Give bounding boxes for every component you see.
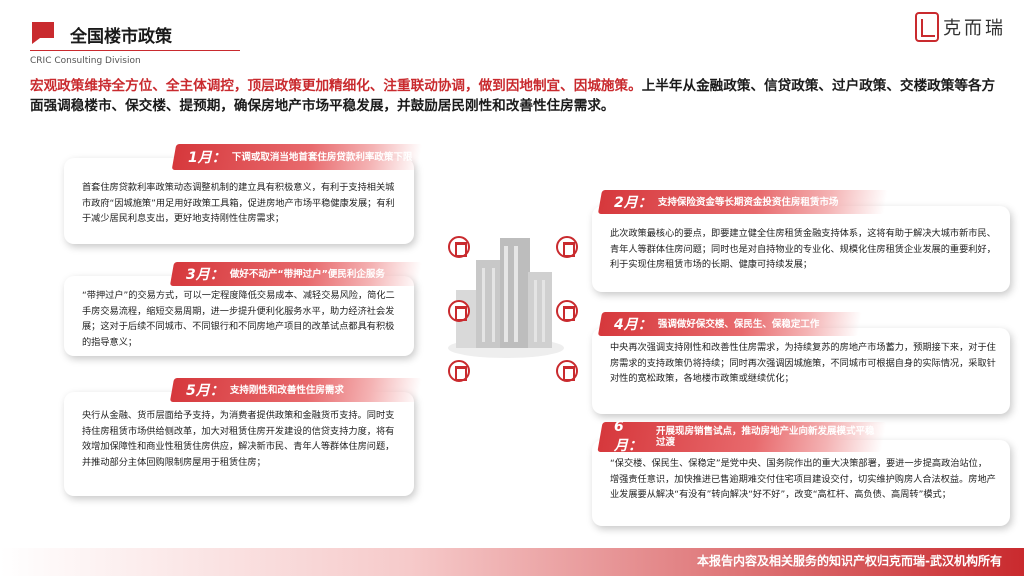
brand-seal-icon xyxy=(915,12,939,42)
policy-card-mar: “带押过户”的交易方式，可以一定程度降低交易成本、减轻交易风险，简化二手房交易流… xyxy=(64,276,414,356)
building-badge-icon xyxy=(556,360,578,382)
policy-card-jan: 首套住房贷款利率政策动态调整机制的建立具有积极意义，有利于支持相关城市政府“因城… xyxy=(64,158,414,244)
brand-name: 克而瑞 xyxy=(943,18,1006,39)
title-divider xyxy=(30,50,240,51)
policy-tag-jun: 6月： 开展现房销售试点，推动房地产业向新发展模式平稳过渡 xyxy=(597,419,887,454)
footer-band xyxy=(0,548,1024,576)
tag-title: 支持保险资金等长期资金投资住房租赁市场 xyxy=(657,196,839,208)
tag-month: 6月： xyxy=(614,419,642,454)
building-badge-icon xyxy=(556,236,578,258)
policy-card-may: 央行从金融、货币层面给予支持，为消费者提供政策和金融货币支持。同时支持住房租赁市… xyxy=(64,392,414,496)
tag-month: 2月： xyxy=(614,195,652,211)
page-title: 全国楼市政策 xyxy=(70,27,172,47)
tag-month: 5月： xyxy=(186,383,224,399)
policy-card-body: 央行从金融、货币层面给予支持，为消费者提供政策和金融货币支持。同时支持住房租赁市… xyxy=(82,410,395,468)
building-badge-icon xyxy=(448,300,470,322)
summary-highlight: 宏观政策维持全方位、全主体调控，顶层政策更加精细化、注重联动协调，做到因地制宜、… xyxy=(30,78,642,94)
policy-card-apr: 中央再次强调支持刚性和改善性住房需求，为持续复苏的房地产市场蓄力，预期接下来，对… xyxy=(592,328,1010,414)
building-badge-icon xyxy=(448,360,470,382)
policy-card-jun: “保交楼、保民生、保稳定”是党中央、国务院作出的重大决策部署，要进一步提高政治站… xyxy=(592,440,1010,526)
policy-tag-apr: 4月： 强调做好保交楼、保民生、保稳定工作 xyxy=(597,312,863,336)
tag-title: 支持刚性和改善性住房需求 xyxy=(229,384,344,396)
policy-card-body: 首套住房贷款利率政策动态调整机制的建立具有积极意义，有利于支持相关城市政府“因城… xyxy=(82,182,395,224)
division-subtitle: CRIC Consulting Division xyxy=(30,56,141,66)
policy-tag-jan: 1月： 下调或取消当地首套住房贷款利率政策下限 xyxy=(171,144,423,170)
tag-title: 开展现房销售试点，推动房地产业向新发展模式平稳过渡 xyxy=(656,426,875,448)
brand-logo: 克而瑞 xyxy=(915,10,1006,44)
tag-month: 4月： xyxy=(614,317,652,333)
policy-card-body: “保交楼、保民生、保稳定”是党中央、国务院作出的重大决策部署，要进一步提高政治站… xyxy=(610,458,996,500)
policy-tag-feb: 2月： 支持保险资金等长期资金投资住房租赁市场 xyxy=(597,190,889,214)
tag-title: 强调做好保交楼、保民生、保稳定工作 xyxy=(657,318,820,330)
footer-copyright: 本报告内容及相关服务的知识产权归克而瑞-武汉机构所有 xyxy=(697,554,1002,568)
tag-title: 下调或取消当地首套住房贷款利率政策下限 xyxy=(231,151,413,163)
title-mark-icon xyxy=(32,22,54,44)
summary-rest: 上半年从金融政策、信贷政策、过户政策、交楼政策等各方面强调稳楼市、保交楼、提预期… xyxy=(30,78,996,114)
policy-card-body: “带押过户”的交易方式，可以一定程度降低交易成本、减轻交易风险，简化二手房交易流… xyxy=(82,290,395,348)
policy-card-body: 中央再次强调支持刚性和改善性住房需求，为持续复苏的房地产市场蓄力，预期接下来，对… xyxy=(610,342,996,384)
tag-month: 3月： xyxy=(186,267,224,283)
tag-title: 做好不动产“带押过户”便民利企服务 xyxy=(229,268,385,280)
summary-paragraph: 宏观政策维持全方位、全主体调控，顶层政策更加精细化、注重联动协调，做到因地制宜、… xyxy=(30,76,1005,116)
building-badge-icon xyxy=(448,236,470,258)
tag-month: 1月： xyxy=(188,150,226,166)
policy-card-feb: 此次政策最核心的要点，即要建立健全住房租赁金融支持体系，这将有助于解决大城市新市… xyxy=(592,206,1010,292)
building-badge-icon xyxy=(556,300,578,322)
policy-card-body: 此次政策最核心的要点，即要建立健全住房租赁金融支持体系，这将有助于解决大城市新市… xyxy=(610,228,996,270)
policy-tag-mar: 3月： 做好不动产“带押过户”便民利企服务 xyxy=(169,262,423,286)
policy-tag-may: 5月： 支持刚性和改善性住房需求 xyxy=(169,378,423,402)
